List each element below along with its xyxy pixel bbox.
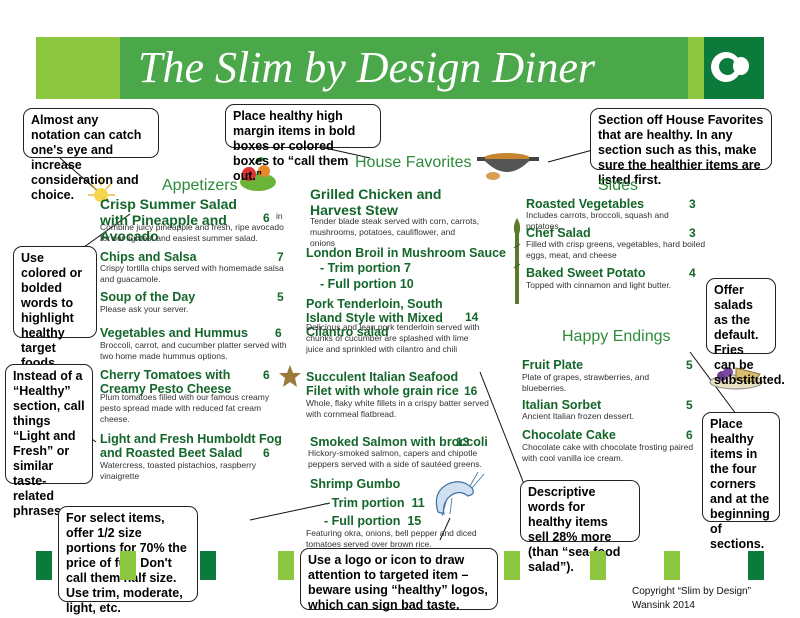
callout-light: Instead of a “Healthy” section, call thi… — [5, 364, 93, 518]
menu-item-desc: Chocolate cake with chocolate frosting p… — [522, 442, 694, 463]
menu-item-name: London Broil in Mushroom Sauce — [306, 246, 506, 260]
menu-item-price: 13 — [456, 435, 470, 449]
menu-item-price: 6 — [263, 211, 270, 225]
menu-item-price: 5 — [277, 290, 284, 304]
menu-item-price: 7 — [277, 250, 284, 264]
menu-item-name: Vegetables and Hummus — [100, 326, 248, 340]
menu-item-desc: Ancient Italian frozen dessert. — [522, 411, 634, 421]
callout-notation: Almost any notation can catch one's eye … — [23, 108, 159, 202]
callout-colored: Use colored or bolded words to highlight… — [13, 246, 97, 370]
menu-item-name: Grilled Chicken and Harvest Stew — [310, 186, 442, 218]
menu-item-name: Succulent Italian Seafood Filet with who… — [306, 370, 459, 398]
menu-item-name: Italian Sorbet — [522, 398, 602, 412]
menu-item-price: 6 — [686, 428, 693, 442]
menu-item-name: Pork Tenderloin, South Island Style with… — [306, 297, 443, 339]
menu-item-desc: Tender blade steak served with corn, car… — [310, 216, 480, 248]
menu-item-price: 5 — [686, 398, 693, 412]
footer-square — [748, 551, 764, 580]
menu-item-name: Roasted Vegetables — [526, 197, 645, 211]
section-sides: Sides — [598, 177, 639, 194]
menu-item-desc: Delicious and lean pork tenderloin serve… — [306, 322, 480, 354]
logo-icon-inner — [719, 58, 736, 75]
callout-corners: Place healthy items in the four corners … — [702, 412, 780, 551]
menu-item-name: Baked Sweet Potato — [526, 266, 646, 280]
menu-item-price: 6 — [275, 326, 282, 340]
header-accent-right — [688, 37, 704, 99]
menu-item-price: 3 — [689, 197, 696, 211]
menu-item-name: Cherry Tomatoes with Creamy Pesto Cheese — [100, 368, 232, 396]
menu-item-name: Soup of the Day — [100, 290, 196, 304]
section-happy-endings: Happy Endings — [562, 328, 671, 345]
menu-item-name: Fruit Plate — [522, 358, 584, 372]
menu-item-name: Shrimp Gumbo — [310, 477, 401, 491]
menu-item-name: Chocolate Cake — [522, 428, 616, 442]
copyright-line-2: Wansink 2014 — [632, 600, 695, 611]
portion-trim: - Trim portion 7 — [320, 261, 411, 275]
menu-item-desc: Topped with cinnamon and light butter. — [526, 280, 672, 290]
sparkle-icon — [88, 178, 115, 202]
portion-full: - Full portion 10 — [320, 277, 414, 291]
footer-square — [200, 551, 216, 580]
menu-item-desc: Hickory-smoked salmon, capers and chipot… — [308, 448, 482, 469]
menu-item-desc: Plum tomatoes filled with our famous cre… — [100, 392, 270, 424]
menu-item-name: Crisp Summer Salad with Pineapple and Av… — [100, 196, 237, 244]
footer-square — [590, 551, 606, 580]
menu-item-desc: Broccoli, carrot, and cucumber platter s… — [100, 340, 287, 361]
menu-item-desc: Filled with crisp greens, vegetables, ha… — [526, 239, 706, 260]
star-icon — [279, 365, 301, 387]
menu-item-price: 6 — [263, 368, 270, 382]
portion-full: - Full portion 15 — [324, 514, 422, 528]
menu-item-name: Smoked Salmon with broccoli — [310, 435, 488, 449]
callout-descriptive: Descriptive words for healthy items sell… — [520, 480, 640, 574]
portion-trim: - Trim portion 11 — [324, 496, 425, 510]
dessert-plate-icon — [709, 367, 763, 390]
soup-pot-icon — [477, 153, 539, 180]
menu-item-name: Chef Salad — [526, 226, 591, 240]
footer-square — [504, 551, 520, 580]
menu-item-desc: Please ask your server. — [100, 304, 189, 314]
callout-logo: Use a logo or icon to draw attention to … — [300, 548, 498, 612]
menu-item-price: 4 — [689, 266, 696, 280]
menu-item-desc: Featuring okra, onions, bell pepper and … — [306, 528, 477, 549]
callout-favorites: Section off House Favorites that are hea… — [590, 108, 772, 187]
page-title: The Slim by Design Diner — [138, 43, 596, 92]
menu-item-desc: in Combine juicy pineapple and fresh, ri… — [100, 211, 284, 243]
shrimp-icon — [435, 472, 485, 517]
section-house-favorites: House Favorites — [355, 154, 472, 171]
footer-square — [36, 551, 52, 580]
footer-square — [664, 551, 680, 580]
logo-icon-dot — [733, 57, 749, 75]
menu-item-price: 16 — [464, 384, 478, 398]
menu-item-name: Light and Fresh Humboldt Fog and Roasted… — [100, 432, 282, 460]
menu-item-price: 6 — [263, 446, 270, 460]
footer-square — [120, 551, 136, 580]
callout-boxes: Place healthy high margin items in bold … — [225, 104, 381, 183]
header-accent-left — [36, 37, 120, 99]
menu-item-desc: Includes carrots, broccoli, squash and p… — [526, 210, 669, 231]
vegetables-icon — [240, 157, 276, 191]
footer-square — [278, 551, 294, 580]
header-banner — [120, 37, 688, 99]
menu-item-price: 5 — [686, 358, 693, 372]
menu-item-price: 3 — [689, 226, 696, 240]
menu-item-price: 14 — [465, 310, 479, 324]
section-appetizers: Appetizers — [162, 177, 238, 194]
menu-item-desc: Whole, flaky white fillets in a crispy b… — [306, 398, 489, 419]
menu-item-desc: Watercress, toasted pistachios, raspberr… — [100, 460, 257, 481]
menu-item-name: Chips and Salsa — [100, 250, 197, 264]
asparagus-icon — [513, 218, 521, 304]
copyright-line-1: Copyright “Slim by Design” — [632, 586, 751, 597]
menu-item-desc: Crispy tortilla chips served with homema… — [100, 263, 284, 284]
menu-item-desc: Plate of grapes, strawberries, and blueb… — [522, 372, 650, 393]
callout-salads: Offer salads as the default. Fries can b… — [706, 278, 785, 387]
